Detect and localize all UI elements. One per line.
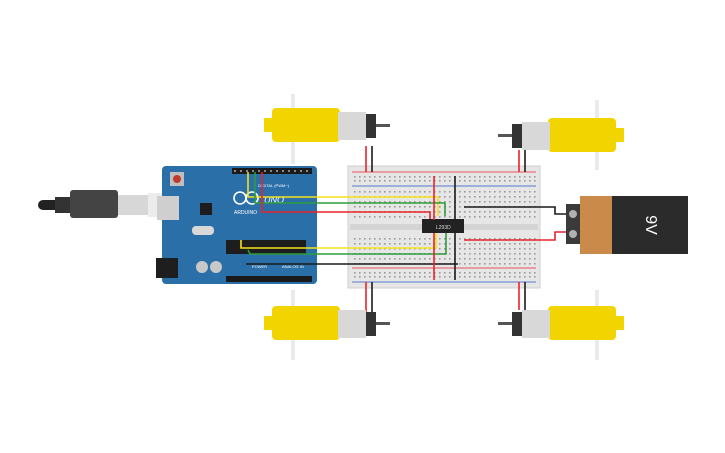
usb-port — [157, 196, 179, 220]
arduino-model-label: UNO — [264, 195, 284, 205]
usb-cable[interactable] — [38, 190, 170, 218]
battery-9v[interactable]: 9V — [566, 196, 688, 254]
motor-top-right[interactable] — [498, 100, 624, 170]
wires — [240, 146, 566, 312]
arduino-uno-board[interactable]: ARDUINO UNO DIGITAL (PWM~) ANALOG IN POW… — [156, 166, 317, 284]
power-jack — [156, 258, 178, 278]
driver-chip-label: L293D — [436, 225, 451, 231]
digital-pins-label: DIGITAL (PWM~) — [258, 183, 290, 188]
wire-green-1 — [254, 172, 446, 216]
arduino-logo — [233, 191, 259, 205]
arduino-brand-label: ARDUINO — [234, 210, 257, 216]
motor-bottom-left[interactable] — [264, 290, 390, 360]
battery-label: 9V — [642, 215, 659, 235]
atmega-chip — [226, 240, 306, 254]
wire-green-2 — [247, 233, 447, 255]
power-pins-label: POWER — [252, 264, 267, 269]
wire-battery-red — [464, 231, 566, 241]
wire-yellow-2 — [240, 233, 437, 249]
analog-pins-label: ANALOG IN — [282, 264, 304, 269]
motor-bottom-right[interactable] — [498, 290, 624, 360]
motor-top-left[interactable] — [264, 94, 390, 164]
l293d-driver-chip[interactable]: L293D — [422, 219, 464, 233]
wire-battery-black — [464, 206, 566, 215]
wire-red-arduino — [261, 172, 431, 219]
